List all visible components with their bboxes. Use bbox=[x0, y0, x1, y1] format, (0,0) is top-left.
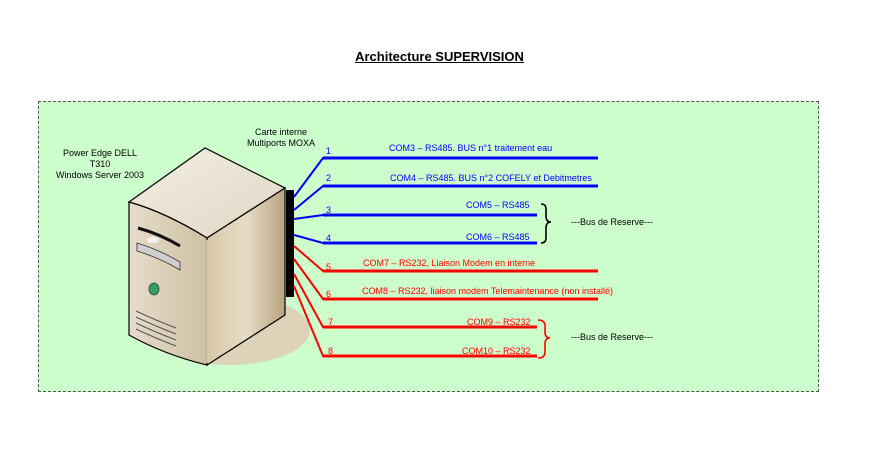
card-label: Carte interne Multiports MOXA bbox=[236, 127, 326, 149]
server-tower-icon bbox=[127, 147, 310, 367]
card-label-line2: Multiports MOXA bbox=[246, 138, 315, 148]
port-number-2: 2 bbox=[326, 173, 332, 183]
card-label-line1: Carte interne bbox=[254, 127, 308, 137]
reserve-brace-2 bbox=[537, 319, 551, 359]
port-number-7: 7 bbox=[328, 317, 334, 327]
port-line-2 bbox=[293, 185, 598, 211]
drive-slot-top bbox=[137, 226, 181, 248]
moxa-card-connector bbox=[286, 190, 294, 297]
port-number-6: 6 bbox=[326, 289, 332, 299]
vent-line bbox=[135, 322, 177, 341]
power-led-icon bbox=[148, 282, 160, 296]
server-ref: T310 bbox=[89, 159, 111, 169]
port-label-com5: COM5 – RS485 bbox=[466, 200, 530, 210]
port-label-com8: COM8 – RS232, liaison modem Telemaintena… bbox=[362, 286, 613, 296]
port-label-com6: COM6 – RS485 bbox=[466, 232, 530, 242]
port-label-com10: COM10 – RS232 bbox=[462, 346, 531, 356]
reserve-label-rs232: ---Bus de Reserve--- bbox=[571, 332, 654, 342]
server-model: Power Edge DELL bbox=[62, 148, 138, 158]
port-label-com3: COM3 – RS485. BUS n°1 traitement eau bbox=[389, 143, 553, 153]
vent-line bbox=[135, 310, 177, 329]
port-number-5: 5 bbox=[326, 262, 332, 272]
port-number-4: 4 bbox=[326, 233, 332, 243]
reserve-brace-1 bbox=[540, 203, 552, 244]
port-number-3: 3 bbox=[326, 205, 332, 215]
vent-line bbox=[135, 328, 177, 347]
diagram-title: Architecture SUPERVISION bbox=[355, 49, 524, 64]
port-number-1: 1 bbox=[326, 146, 332, 156]
port-label-com7: COM7 – RS232, Liaison Modem en interne bbox=[363, 258, 536, 268]
drive-bay bbox=[136, 242, 181, 271]
port-label-com9: COM9 – RS232 bbox=[467, 317, 531, 327]
server-os: Windows Server 2003 bbox=[55, 170, 145, 180]
port-number-8: 8 bbox=[328, 346, 334, 356]
reserve-label-rs485: ---Bus de Reserve--- bbox=[571, 217, 654, 227]
port-lines bbox=[293, 156, 598, 358]
vent-line bbox=[135, 316, 177, 335]
server-label: Power Edge DELL T310 Windows Server 2003 bbox=[50, 148, 150, 181]
drive-button bbox=[147, 237, 159, 243]
port-label-com4: COM4 – RS485. BUS n°2 COFELY et Debitmet… bbox=[390, 173, 592, 183]
